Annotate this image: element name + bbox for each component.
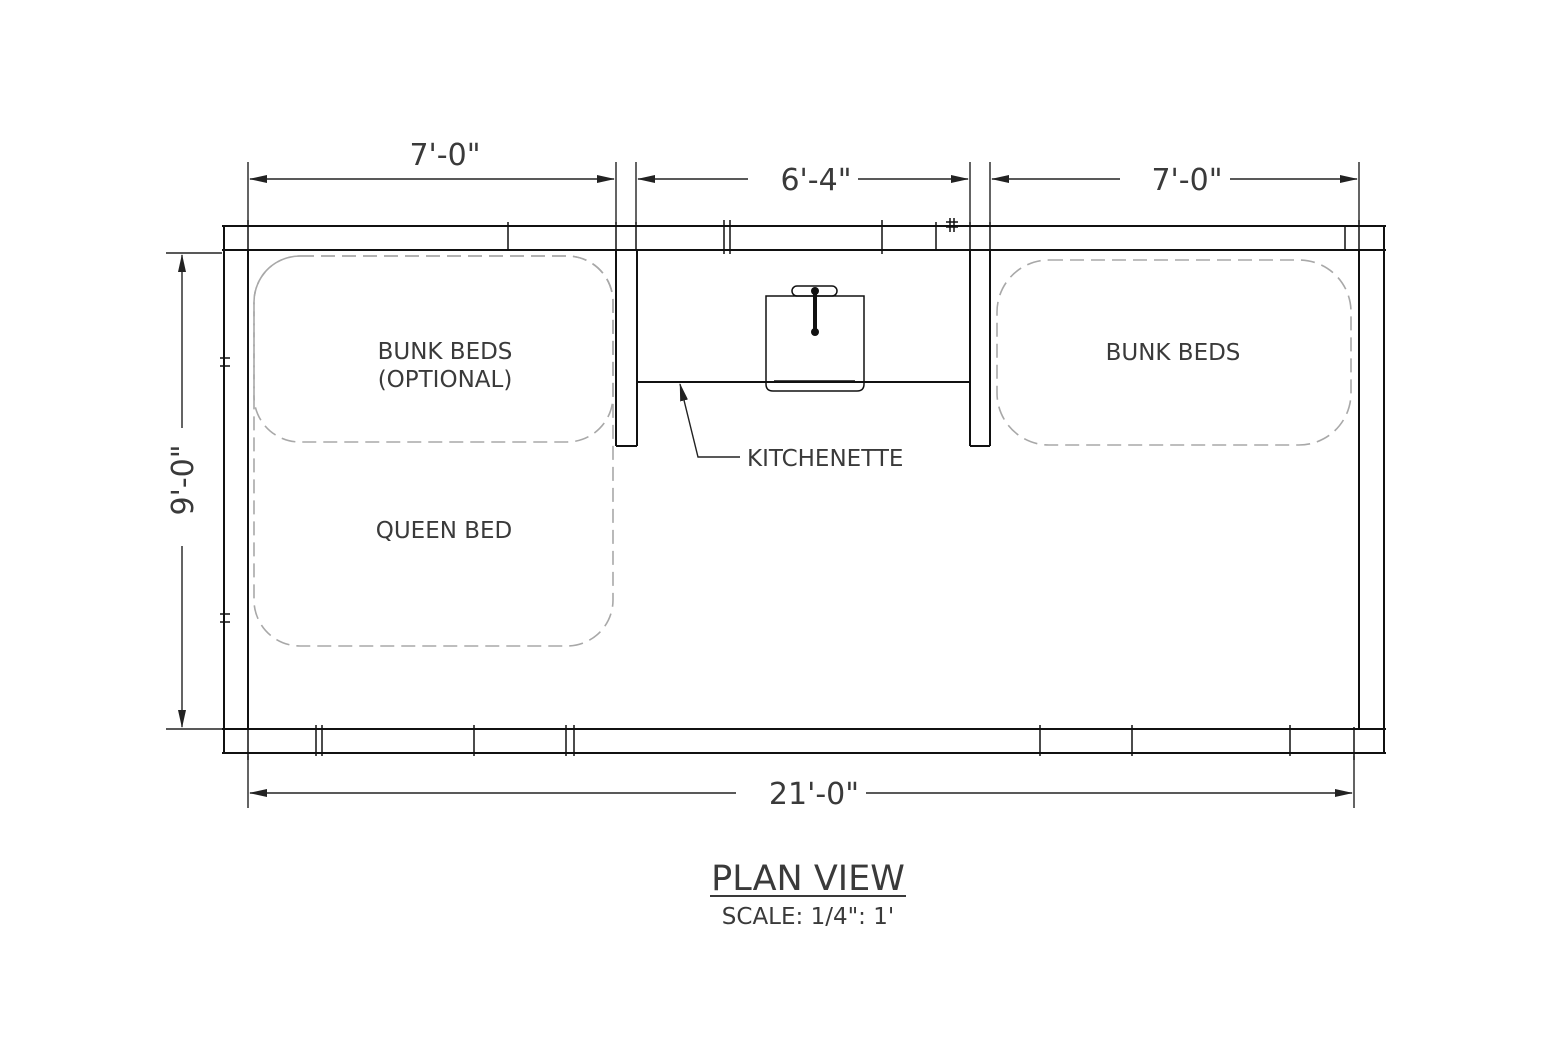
drawing-title: PLAN VIEW [711, 859, 905, 899]
drawing-scale: SCALE: 1/4": 1' [722, 904, 894, 930]
room-label-bunk-beds-optional-note: (OPTIONAL) [378, 367, 513, 393]
room-label-bunk-beds-optional: BUNK BEDS [378, 339, 513, 365]
dimension-height: 9'-0" [166, 444, 201, 515]
sink-icon [765, 285, 865, 392]
exterior-walls [220, 220, 1386, 760]
room-label-bunk-beds-right: BUNK BEDS [1106, 340, 1241, 366]
queen-bed-outline [253, 255, 614, 647]
room-label-kitchenette: KITCHENETTE [747, 446, 903, 472]
dimension-left-width: 7'-0" [409, 138, 480, 173]
room-label-queen-bed: QUEEN BED [376, 518, 513, 544]
interior-partitions [615, 250, 991, 447]
dimension-right-width: 7'-0" [1151, 163, 1222, 198]
dimension-lines [166, 162, 1360, 808]
dimension-middle-width: 6'-4" [780, 163, 851, 198]
dimension-total-length: 21'-0" [769, 777, 859, 812]
bunk-beds-right-outline [996, 259, 1352, 446]
top-wall-marks [507, 218, 991, 254]
bottom-wall-marks [315, 725, 1291, 756]
